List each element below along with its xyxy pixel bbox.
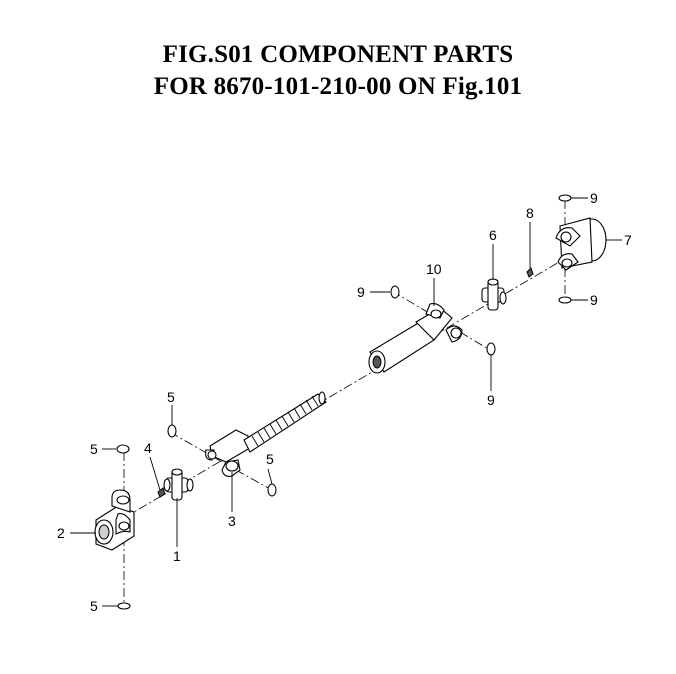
callout-6: 6 <box>489 227 497 243</box>
callout-9: 9 <box>357 284 365 300</box>
part-10-tube-yoke <box>368 303 463 374</box>
callout-9: 9 <box>590 292 598 308</box>
leader-lines <box>70 197 622 607</box>
part-9-snap-ring-bottom <box>558 296 572 304</box>
part-5-snap-ring-right <box>267 483 277 497</box>
part-5-snap-ring-lower-left <box>117 602 131 610</box>
part-2-splined-yoke <box>94 489 135 551</box>
part-9-snap-ring-left <box>390 285 400 299</box>
callout-1: 1 <box>173 548 181 564</box>
part-6-cross-spider <box>481 278 507 311</box>
callout-5: 5 <box>90 598 98 614</box>
part-5-snap-ring-middle <box>167 424 177 438</box>
part-7-flange-yoke <box>555 217 607 271</box>
yoke-10-pin-axis-ext <box>459 331 491 351</box>
callout-9: 9 <box>487 392 495 408</box>
callout-7: 7 <box>624 232 632 248</box>
part-1-cross-spider <box>163 468 194 501</box>
callout-5: 5 <box>266 451 274 467</box>
callout-10: 10 <box>426 261 442 277</box>
callout-9: 9 <box>590 190 598 206</box>
part-8-grease-nipple <box>526 267 534 278</box>
callout-3: 3 <box>228 513 236 529</box>
yoke-3-pin-axis-ext <box>235 469 273 491</box>
part-5-snap-ring-upper-left <box>116 444 130 454</box>
part-4-grease-nipple <box>157 487 166 498</box>
spline-ridges <box>251 395 319 447</box>
callout-5: 5 <box>167 389 175 405</box>
callout-8: 8 <box>526 205 534 221</box>
callout-5: 5 <box>90 441 98 457</box>
part-9-snap-ring-right <box>486 342 496 356</box>
part-9-snap-ring-top <box>558 194 572 202</box>
figure-title-line-2: FOR 8670-101-210-00 ON Fig.101 <box>153 73 523 100</box>
callout-2: 2 <box>57 525 65 541</box>
figure-title-line-1: FIG.S01 COMPONENT PARTS <box>162 41 514 68</box>
part-3-yoke-splined-shaft <box>205 391 327 477</box>
callout-4: 4 <box>144 440 152 456</box>
